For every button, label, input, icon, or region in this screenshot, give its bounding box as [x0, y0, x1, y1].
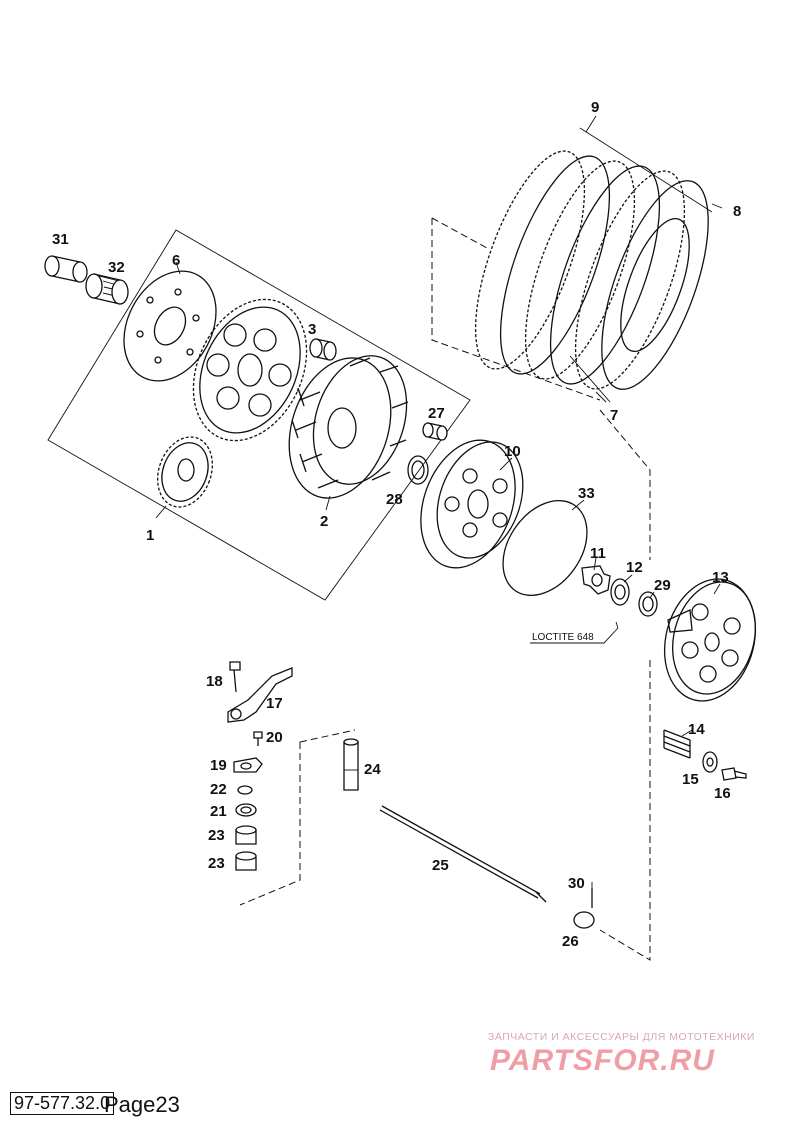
callout-13: 13	[712, 569, 729, 586]
push-rod-part-25	[379, 805, 547, 903]
callout-24: 24	[364, 761, 381, 778]
callout-15: 15	[682, 771, 699, 788]
bolt-part-20	[253, 731, 263, 746]
o-ring-part-22	[237, 785, 253, 795]
callout-23-lower: 23	[208, 855, 225, 872]
thrust-washer-part-6	[123, 270, 217, 382]
callout-33: 33	[578, 485, 595, 502]
release-lever-part-17	[227, 667, 293, 723]
spring-part-14	[663, 729, 691, 759]
seal-part-21	[235, 803, 257, 817]
needle-bearing-part-32	[85, 273, 129, 305]
callout-16: 16	[714, 785, 731, 802]
spacer-part-3	[309, 338, 337, 361]
callout-19: 19	[210, 757, 227, 774]
nut-part-12	[610, 578, 630, 606]
callout-30: 30	[568, 875, 585, 892]
page-label: Page23	[104, 1092, 180, 1117]
callout-17: 17	[266, 695, 283, 712]
callout-11: 11	[590, 545, 606, 562]
watermark-tagline: ЗАПЧАСТИ И АКСЕССУАРЫ ДЛЯ МОТОТЕХНИКИ	[488, 1031, 755, 1043]
callout-20: 20	[266, 729, 283, 746]
callout-3: 3	[308, 321, 316, 338]
callout-23-upper: 23	[208, 827, 225, 844]
disc-pack-parts-7-8	[474, 127, 713, 403]
loctite-note: LOCTITE 648	[532, 632, 594, 643]
clutch-basket-part-2	[288, 355, 409, 499]
callout-labels: 1 2 3 6 7 8 9 10 11 12 13 14 15 16 17 18…	[52, 99, 741, 950]
callout-26: 26	[562, 933, 579, 950]
primary-gear-part-1	[156, 298, 308, 508]
callout-14: 14	[688, 721, 705, 738]
callout-31: 31	[52, 231, 69, 248]
callout-32: 32	[108, 259, 125, 276]
callout-12: 12	[626, 559, 643, 576]
bearing-part-29	[638, 591, 658, 617]
washer-part-15	[702, 751, 718, 773]
callout-28: 28	[386, 491, 403, 508]
bushing-part-23-upper	[235, 825, 257, 845]
plate-part-19	[233, 757, 263, 773]
document-number: 97-577.32.0	[10, 1092, 115, 1115]
pressure-plate-part-13	[663, 578, 757, 702]
washer-part-28	[407, 455, 429, 485]
bushing-part-23-lower	[235, 851, 257, 871]
callout-1: 1	[146, 527, 154, 544]
watermark-logo: PARTSFOR.RU	[490, 1044, 715, 1077]
callout-27: 27	[428, 405, 445, 422]
callout-21: 21	[210, 803, 227, 820]
bolt-part-18	[229, 661, 241, 693]
shaft-part-24	[343, 738, 359, 791]
o-ring-part-33	[502, 500, 588, 596]
inner-hub-part-10	[420, 439, 524, 569]
callout-8: 8	[733, 203, 741, 220]
callout-9: 9	[591, 99, 599, 116]
leader-lines	[155, 115, 723, 888]
screw-part-16	[721, 767, 747, 781]
callout-25: 25	[432, 857, 449, 874]
callout-29: 29	[654, 577, 671, 594]
assembly-outline-group	[47, 217, 651, 961]
callout-6: 6	[172, 252, 180, 269]
callout-7: 7	[610, 407, 618, 424]
lock-washer-part-11	[581, 565, 611, 595]
callout-2: 2	[320, 513, 328, 530]
callout-22: 22	[210, 781, 227, 798]
bushing-part-31	[44, 255, 88, 283]
pin-part-27	[422, 422, 448, 441]
callout-18: 18	[206, 673, 223, 690]
callout-10: 10	[504, 443, 521, 460]
pusher-part-26	[573, 911, 595, 929]
